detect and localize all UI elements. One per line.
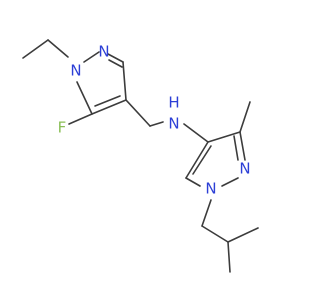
bond-c4b-c3b <box>207 131 241 143</box>
atom-f: F <box>58 119 67 137</box>
bond-c5-f <box>68 113 93 125</box>
bond-ch-ch3b <box>227 241 231 273</box>
bond-c5b-c4b <box>185 141 209 179</box>
atom-nh: N <box>168 115 179 133</box>
bond-c5b-c4b-double <box>192 145 212 175</box>
bond-ethyl-ch2-n1 <box>47 39 69 58</box>
bond-n1b-ch2b <box>201 199 212 227</box>
bond-c3b-ch3 <box>239 101 251 133</box>
bond-ethyl-ch3-ch2 <box>22 39 49 59</box>
bond-ch2-nh <box>149 121 164 127</box>
bond-c5-n1 <box>76 81 93 115</box>
bond-c4-c5-double <box>94 95 121 107</box>
bond-n2-c3-double <box>108 59 123 68</box>
bond-c3b-n2b <box>239 131 246 161</box>
bond-n2b-n1b <box>221 177 239 187</box>
atom-n2: N <box>98 43 109 61</box>
atom-h: H <box>168 94 179 112</box>
bond-ch-ch3a <box>227 227 259 243</box>
atom-n3: N <box>239 160 250 178</box>
bond-c3-c4 <box>122 61 127 101</box>
atom-n1: N <box>70 62 81 80</box>
bond-c4-c5 <box>91 99 127 115</box>
bond-c4-ch2 <box>125 99 151 127</box>
bond-n1-n2 <box>83 51 100 63</box>
bond-ch2b-ch <box>201 225 229 243</box>
molecule-structure-diagram: N N F N H N N <box>22 39 259 273</box>
bond-c3b-n2b-double <box>233 135 239 161</box>
bond-nh-c4b <box>183 123 209 143</box>
bond-n2-c3 <box>107 53 124 63</box>
atom-n4: N <box>205 180 216 198</box>
bond-n1b-c5b <box>185 177 201 187</box>
